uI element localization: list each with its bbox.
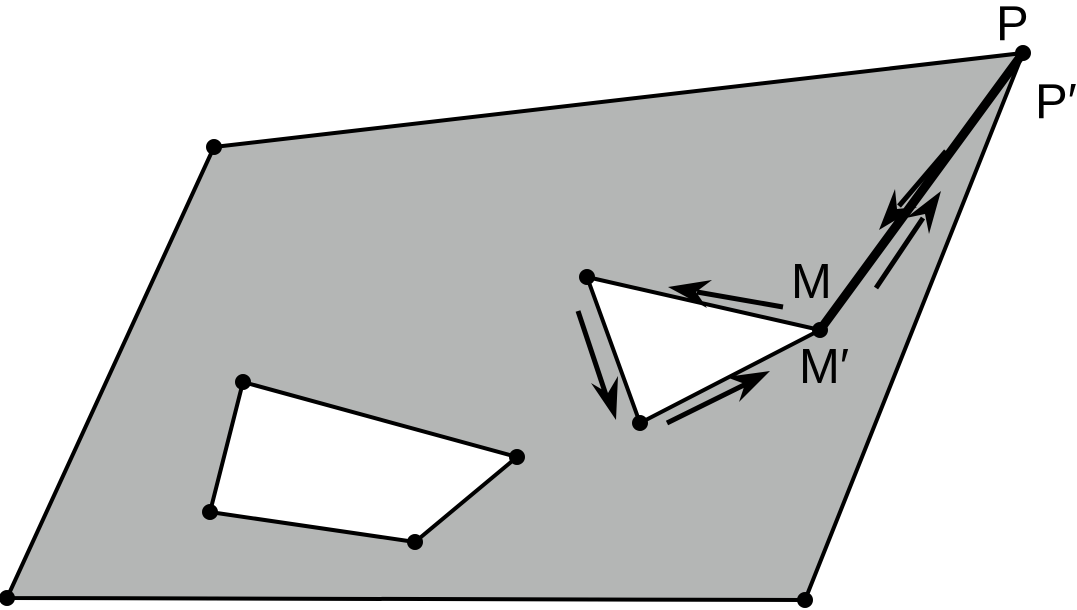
vertex-dot-quad-left — [202, 504, 218, 520]
vertex-dot-triangle-top-left — [579, 269, 595, 285]
arrow-shaft-cut-toward-M — [897, 149, 948, 208]
label-P-prime: P′ — [1035, 75, 1077, 129]
label-P: P — [996, 0, 1029, 51]
label-M-prime: M′ — [799, 340, 849, 394]
arrow-shaft-cut-toward-P — [873, 216, 926, 290]
cut-segment-PM — [815, 48, 1028, 335]
vertex-dot-outer-top-left — [206, 139, 222, 155]
vertex-dot-M — [812, 322, 828, 338]
vertex-dot-quad-top — [235, 374, 251, 390]
vertex-dot-quad-bottom — [407, 534, 423, 550]
arrowhead-cut-toward-M-icon — [879, 189, 917, 230]
vertex-dot-outer-bottom-right — [797, 592, 813, 608]
arrowhead-cut-toward-P-icon — [906, 191, 941, 234]
arrow-shaft-triangle-left-edge — [575, 310, 609, 396]
arrow-shaft-triangle-bottom-edge — [665, 381, 748, 426]
vertex-dot-quad-right — [509, 449, 525, 465]
label-M: M — [791, 255, 832, 309]
arrow-shaft-triangle-top-edge — [696, 289, 784, 310]
vertex-dot-triangle-bottom — [632, 415, 648, 431]
arrowhead-triangle-bottom-edge-icon — [726, 371, 770, 402]
arrowhead-triangle-left-edge-icon — [591, 376, 618, 420]
shaded-region-polygon — [5, 51, 1025, 602]
vertex-dot-P — [1015, 45, 1031, 61]
arrowhead-triangle-top-edge-icon — [668, 280, 712, 308]
vertex-dot-outer-bottom-left — [0, 590, 15, 606]
